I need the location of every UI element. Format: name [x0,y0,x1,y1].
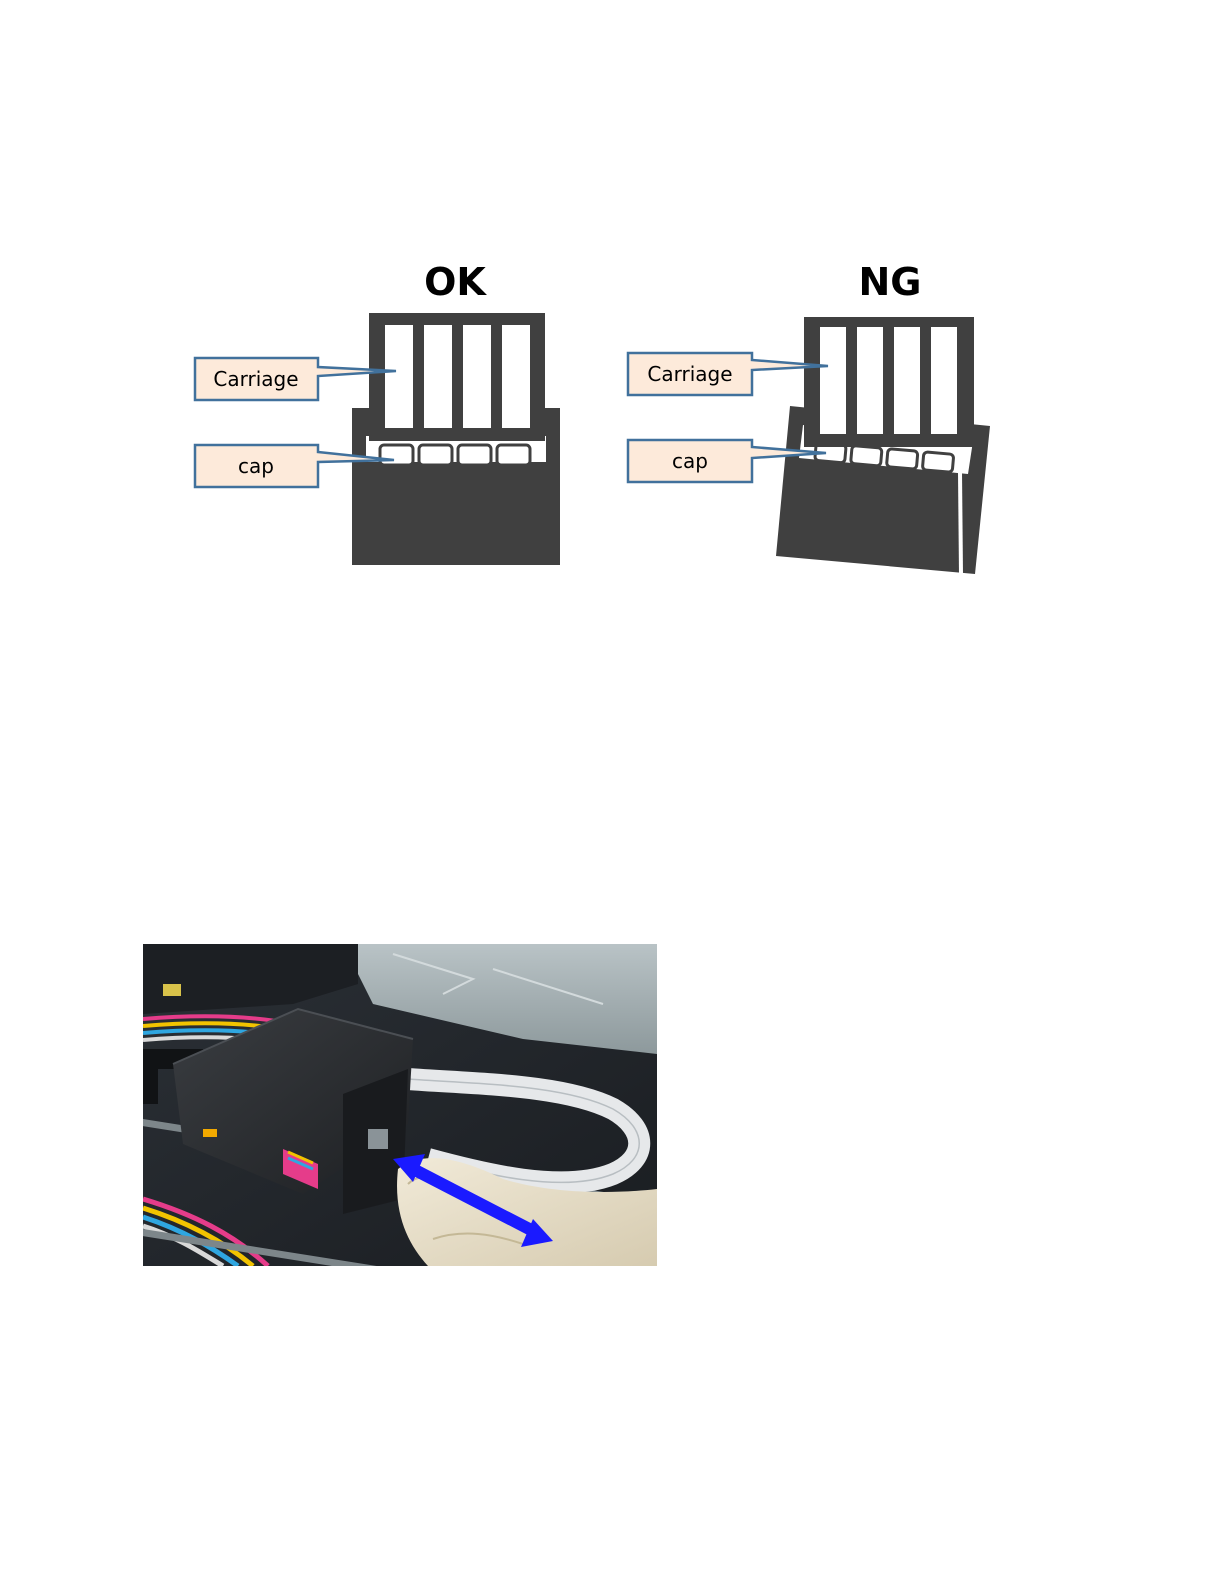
carriage-photo [143,944,657,1266]
ok-carriage-callout: Carriage [195,358,396,400]
ng-panel: NG Carriage [628,260,990,575]
ng-carriage [804,317,974,447]
ok-heading: OK [424,260,487,304]
ng-heading: NG [859,260,922,304]
carriage-photo-illustration [143,944,657,1266]
carriage-cap-diagram: OK Carriage cap NG [0,0,1225,640]
ok-carriage-label: Carriage [213,367,298,391]
ng-carriage-callout: Carriage [628,353,828,395]
ok-carriage [369,313,545,441]
ok-panel: OK Carriage cap [195,260,560,565]
ng-carriage-label: Carriage [647,362,732,386]
ng-cap-label: cap [672,449,708,473]
ok-cap-label: cap [238,454,274,478]
